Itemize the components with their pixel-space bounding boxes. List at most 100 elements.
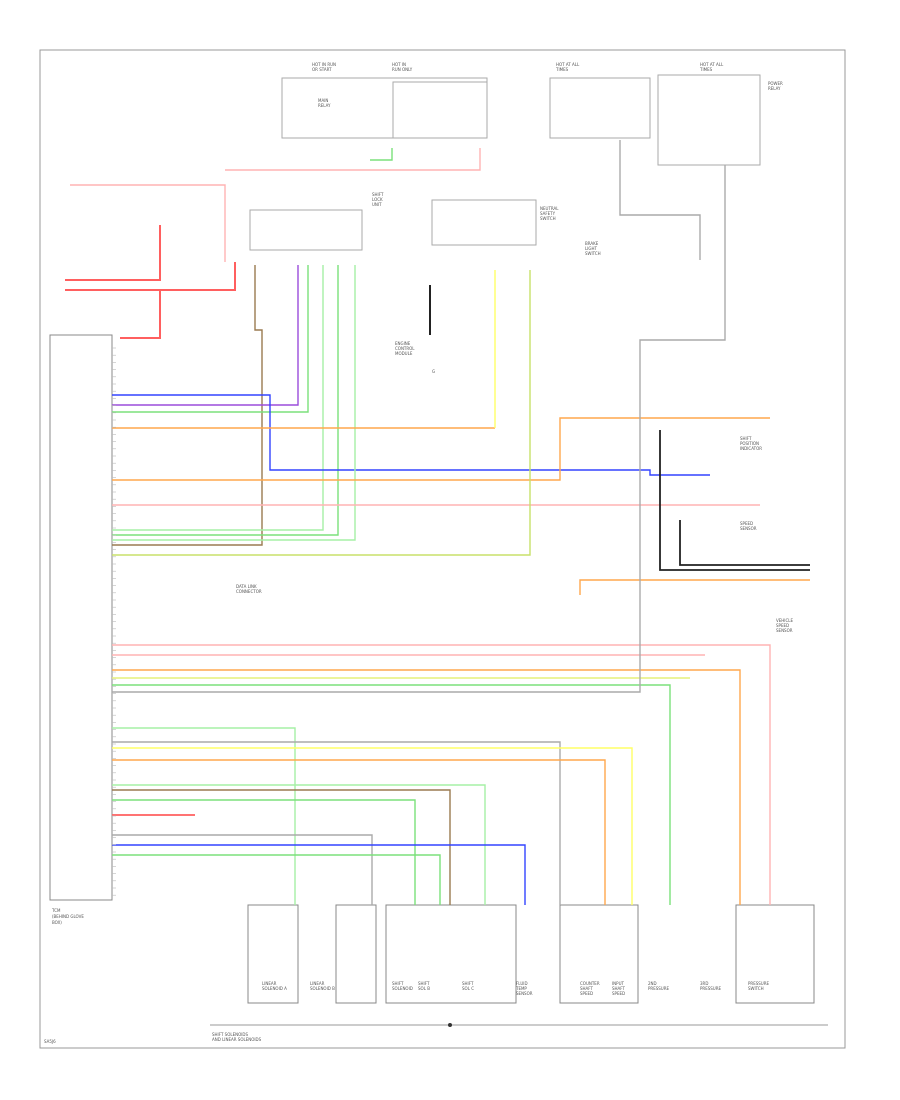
tcm-label-1: TCM: [51, 908, 61, 913]
wire-green-2: [112, 265, 339, 536]
fuse-box-mid: [392, 81, 488, 139]
ground-splice: [448, 1023, 452, 1027]
wire-gray-1: [112, 165, 726, 693]
bottom-component-label: SOLENOID: [392, 986, 413, 991]
bottom-component-label: TEMP: [515, 986, 527, 991]
wire-black-2: [679, 520, 810, 566]
bottom-component-label: SPEED: [580, 991, 593, 996]
right-sensor-label-2: SENSOR: [740, 526, 757, 531]
fuse-left-label-1: HOT IN RUN: [312, 62, 336, 67]
bottom-component-label: LINEAR: [262, 981, 277, 986]
main-relay-label-2: RELAY: [318, 103, 331, 108]
bottom-component-label: SHIFT: [462, 981, 474, 986]
wire-lightgreen-2: [112, 265, 356, 541]
neutral-switch-label-2: SAFETY: [540, 211, 556, 216]
bottom-component-label: FLUID: [516, 981, 528, 986]
bottom-note-1: SHIFT SOLENOIDS: [212, 1032, 249, 1037]
engine-control-label-3: MODULE: [395, 351, 413, 356]
bottom-component-label: COUNTER: [580, 981, 600, 986]
bottom-component-label: INPUT: [612, 981, 625, 986]
wire-orange-4: [112, 669, 741, 905]
bottom-component-label: SHIFT: [418, 981, 430, 986]
right-sensor2-label-2: SPEED: [776, 623, 789, 628]
bottom-note-2: AND LINEAR SOLENOIDS: [212, 1037, 262, 1042]
wire-red-2: [65, 262, 236, 291]
wire-gray-3: [112, 834, 373, 905]
brake-switch-label-3: SWITCH: [585, 251, 601, 256]
fuse-right-label-2: TIMES: [555, 67, 569, 72]
wire-lightgreen-3: [112, 727, 296, 905]
right-sensor2-label-3: SENSOR: [776, 628, 793, 633]
fuse-mid-label-2: RUN ONLY: [392, 67, 413, 72]
wire-brown-1: [112, 265, 263, 546]
engine-control-label-2: CONTROL: [395, 346, 415, 351]
wire-black-1: [659, 430, 810, 571]
neutral-switch-label-1: NEUTRAL: [540, 206, 559, 211]
gear-display-label-1: SHIFT: [740, 436, 752, 441]
wire-lightgreen-1: [112, 265, 324, 531]
wire-red-1: [65, 225, 161, 281]
linear-solenoid-a-box: [247, 904, 299, 1004]
shift-lock-label-3: UNIT: [372, 202, 382, 207]
wire-pink-top2: [225, 148, 481, 171]
shift-solenoid-box: [385, 904, 517, 1004]
wire-gray-4: [619, 140, 701, 260]
wire-orange-3: [579, 579, 810, 595]
bottom-component-label: 2ND: [648, 981, 657, 986]
wire-gray-2: [112, 741, 561, 905]
connector-top-label-2: TIMES: [699, 67, 713, 72]
main-relay-label-1: MAIN: [318, 98, 328, 103]
bottom-component-label: SHAFT: [612, 986, 626, 991]
gear-display-label-3: INDICATOR: [740, 446, 762, 451]
wire-pink-top: [70, 184, 226, 262]
bottom-component-label: SWITCH: [748, 986, 764, 991]
wire-green-1: [112, 265, 309, 413]
bottom-component-label: PRESSURE: [648, 986, 670, 991]
shift-lock-box: [249, 209, 363, 251]
fuse-right-label-1: HOT AT ALL: [556, 62, 580, 67]
tcm-box: [49, 334, 113, 901]
bottom-component-label: PRESSURE: [700, 986, 722, 991]
ground-label-1: G: [432, 369, 435, 374]
right-sensor2-label-1: VEHICLE: [776, 618, 793, 623]
tcm-label-3: BOX): [52, 920, 62, 925]
bottom-component-label: SHIFT: [392, 981, 404, 986]
pressure-switch-box: [735, 904, 815, 1004]
bottom-component-label: 3RD: [700, 981, 708, 986]
wire-blue: [112, 394, 710, 476]
wire-lightgreen-4: [112, 784, 486, 905]
wire-yellowgreen: [112, 270, 531, 556]
diagram-border: [39, 49, 846, 1049]
neutral-switch-box: [431, 199, 537, 246]
wires: [65, 140, 810, 905]
bottom-component-label: SHAFT: [580, 986, 594, 991]
linear-solenoid-b-box: [335, 904, 377, 1004]
wire-pink-2: [112, 644, 771, 905]
connector-top-label-1: HOT AT ALL: [700, 62, 724, 67]
fuse-left-label-2: OR START: [312, 67, 332, 72]
shift-lock-label-2: LOCK: [372, 197, 383, 202]
engine-control-label-1: ENGINE: [395, 341, 411, 346]
wire-yellow-3: [112, 747, 633, 905]
brake-switch-label-1: BRAKE: [585, 241, 599, 246]
bottom-component-label: SENSOR: [516, 991, 533, 996]
right-sensor-label-1: SPEED: [740, 521, 753, 526]
wire-brown-2: [112, 789, 451, 905]
fluid-temp-box: [559, 904, 639, 1004]
bottom-component-label: SOL B: [418, 986, 430, 991]
fuse-box-left: [281, 77, 488, 139]
data-link-label-2: CONNECTOR: [236, 589, 262, 594]
power-relay-label-2: RELAY: [768, 86, 781, 91]
wire-red-3: [120, 290, 161, 339]
wire-orange-5: [112, 759, 606, 905]
gear-display-label-2: POSITION: [740, 441, 759, 446]
power-relay-label-1: POWER: [768, 81, 783, 86]
bottom-component-label: SOL C: [462, 986, 474, 991]
bottom-component-label: PRESSURE: [748, 981, 770, 986]
fuse-box-right: [549, 77, 651, 139]
data-link-label-1: DATA LINK: [236, 584, 257, 589]
wire-green-4: [112, 799, 416, 905]
